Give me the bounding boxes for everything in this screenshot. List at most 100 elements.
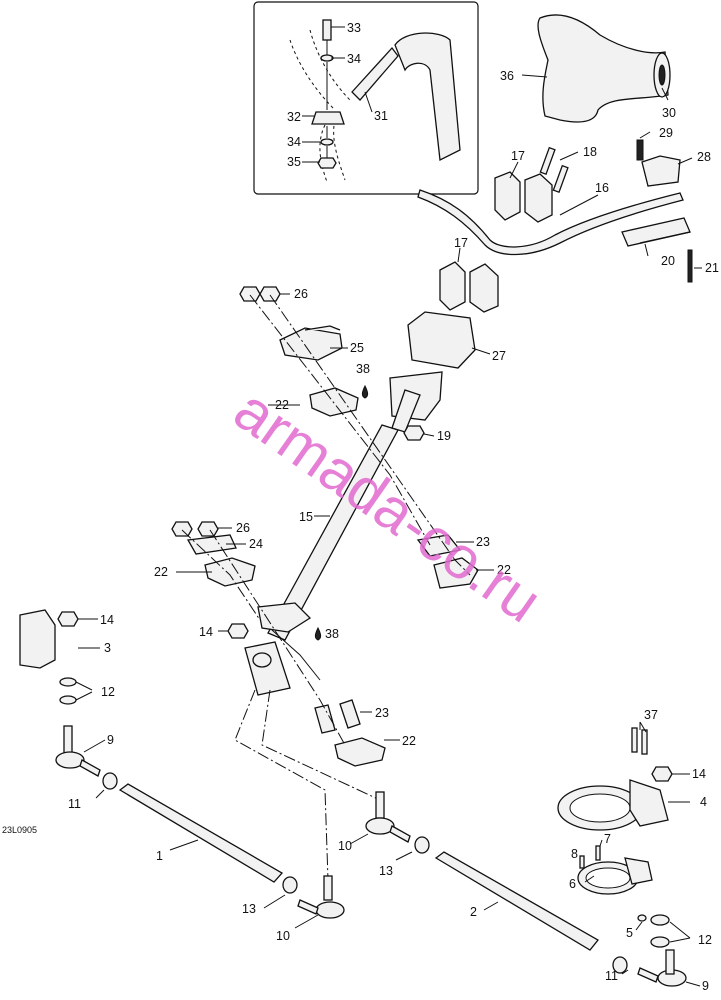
tie-rod-group <box>19 609 687 987</box>
callout-10: 10 <box>276 929 290 943</box>
washer-left-b <box>59 695 77 705</box>
screw-8 <box>579 855 585 869</box>
jam-nut-mid <box>414 836 430 854</box>
column-lower-shaft <box>271 629 321 681</box>
bearing-support <box>279 327 343 361</box>
steering-column-group <box>244 371 443 696</box>
handlebar <box>417 189 684 256</box>
callout-23: 23 <box>375 706 389 720</box>
washer-right-b <box>650 936 670 948</box>
callout-8: 8 <box>571 847 578 861</box>
bolt-right-a <box>631 727 638 753</box>
jam-nut-right <box>612 956 628 974</box>
steering-arm-plate <box>244 641 291 696</box>
ball-joint-thread-left <box>79 759 101 777</box>
callout-34: 34 <box>287 135 301 149</box>
inset-bolt <box>322 19 332 41</box>
inset-detail <box>253 1 479 195</box>
callout-9: 9 <box>702 979 709 993</box>
assembly-axes <box>181 294 471 881</box>
callout-22: 22 <box>154 565 168 579</box>
upper-clamp-left <box>494 171 521 221</box>
nut-e <box>227 623 249 639</box>
nut-d <box>197 521 219 537</box>
nut-right-top <box>651 766 673 782</box>
callout-29: 29 <box>659 126 673 140</box>
callout-14: 14 <box>692 767 706 781</box>
inset-handlebar-bend <box>394 32 461 161</box>
callout-13: 13 <box>242 902 256 916</box>
callout-3: 3 <box>104 641 111 655</box>
callout-12: 12 <box>101 685 115 699</box>
nut-a <box>239 286 261 302</box>
grip-left <box>621 217 691 247</box>
callout-16: 16 <box>595 181 609 195</box>
callout-10: 10 <box>338 839 352 853</box>
ball-joint-mid <box>365 817 395 835</box>
leader-lines <box>75 26 702 987</box>
callout-14: 14 <box>100 613 114 627</box>
callout-32: 32 <box>287 110 301 124</box>
bearing-half-lower <box>334 737 386 767</box>
clamp-plate <box>186 534 237 555</box>
tie-rod-right <box>434 851 599 951</box>
ball-joint-stud-right <box>665 949 675 975</box>
column-lower-plate <box>257 602 312 633</box>
screw-5 <box>637 914 647 922</box>
washer-right-a <box>650 914 670 926</box>
lubricant-drop-icon <box>361 384 369 399</box>
callout-19: 19 <box>437 429 451 443</box>
washer-left-a <box>59 677 77 687</box>
right-bracket-group <box>557 727 673 948</box>
callout-2: 2 <box>470 905 477 919</box>
callout-24: 24 <box>249 537 263 551</box>
callout-6: 6 <box>569 877 576 891</box>
pad-end-hole <box>658 64 666 86</box>
ball-joint-mid-left <box>315 901 345 919</box>
callout-30: 30 <box>662 106 676 120</box>
upper-clamp-right <box>524 173 553 223</box>
bracket-left <box>19 609 56 669</box>
clamp-bolt-a <box>539 146 556 176</box>
callout-37: 37 <box>644 708 658 722</box>
callout-12: 12 <box>698 933 712 947</box>
callout-31: 31 <box>374 109 388 123</box>
ball-joint-stud-left <box>63 725 73 755</box>
inset-washer-bottom <box>320 138 334 146</box>
callout-9: 9 <box>107 733 114 747</box>
callout-14: 14 <box>199 625 213 639</box>
callout-20: 20 <box>661 254 675 268</box>
ball-joint-stud-mid <box>375 791 385 819</box>
jam-nut-left <box>102 772 118 790</box>
ball-joint-thread-right <box>637 967 659 983</box>
inset-nut <box>317 157 337 169</box>
callout-17: 17 <box>454 236 468 250</box>
callout-27: 27 <box>492 349 506 363</box>
lower-ring-tab <box>624 857 653 885</box>
callout-5: 5 <box>626 926 633 940</box>
lower-clamp-left <box>439 261 466 311</box>
callout-34: 34 <box>347 52 361 66</box>
grip-pin <box>687 249 693 283</box>
clamp-bolt-b <box>552 164 569 194</box>
callout-11: 11 <box>605 969 618 983</box>
diagram-code: 23L0905 <box>2 825 37 835</box>
steering-arm-hole <box>252 652 272 668</box>
bearing-half-right <box>433 557 479 589</box>
screw-7 <box>595 845 601 861</box>
callout-11: 11 <box>68 797 81 811</box>
lubricant-drop-icon <box>314 626 322 641</box>
callout-7: 7 <box>604 832 611 846</box>
callout-22: 22 <box>402 734 416 748</box>
lower-clamp-right <box>469 263 499 313</box>
callout-25: 25 <box>350 341 364 355</box>
callout-labels: 33 34 31 32 34 35 36 30 29 28 18 17 16 1… <box>68 21 719 993</box>
inset-pad-strip <box>351 46 399 101</box>
callout-22: 22 <box>497 563 511 577</box>
nut-f <box>57 611 79 627</box>
handlebar-pad-group <box>537 14 681 187</box>
bracket-tab <box>629 779 669 827</box>
callout-28: 28 <box>697 150 711 164</box>
bushing-upper <box>416 534 462 557</box>
